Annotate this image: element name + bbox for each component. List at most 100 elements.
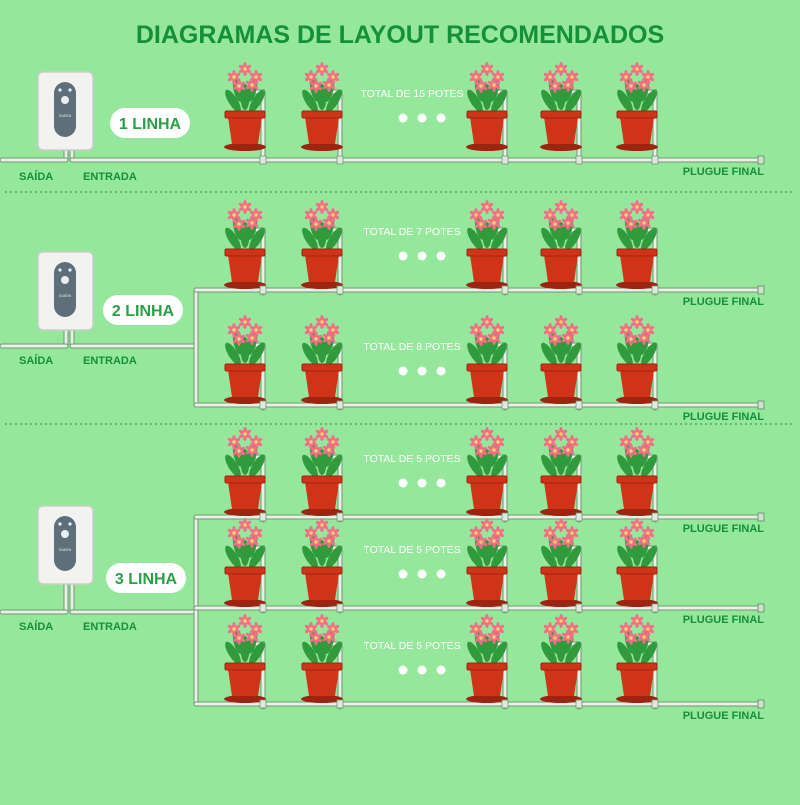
leaf bbox=[482, 222, 492, 248]
pot-body bbox=[228, 117, 262, 144]
flower bbox=[315, 62, 329, 76]
flower-pot bbox=[224, 62, 266, 158]
tee-connector bbox=[651, 603, 659, 613]
leaf bbox=[565, 342, 581, 366]
flower-center bbox=[496, 328, 500, 332]
flower-center bbox=[566, 221, 570, 225]
tee-connector bbox=[336, 603, 344, 613]
leaf bbox=[225, 227, 241, 251]
flower bbox=[480, 315, 494, 329]
flower-center bbox=[646, 627, 650, 631]
flower bbox=[245, 534, 259, 548]
flower-center bbox=[559, 67, 563, 71]
leaf bbox=[641, 89, 657, 113]
flower-center bbox=[314, 337, 318, 341]
flower bbox=[480, 518, 494, 532]
pot-body bbox=[228, 669, 262, 696]
pot-body bbox=[470, 573, 504, 600]
pot-rim bbox=[616, 110, 658, 119]
flower bbox=[245, 443, 259, 457]
indicator-light bbox=[58, 268, 62, 272]
flower-center bbox=[570, 328, 574, 332]
leaf bbox=[556, 636, 566, 662]
flower bbox=[474, 332, 488, 346]
flower bbox=[469, 622, 483, 636]
leaf bbox=[617, 342, 633, 366]
plant bbox=[467, 427, 507, 478]
flower-pot bbox=[540, 315, 582, 411]
leaf bbox=[467, 641, 483, 665]
leaf bbox=[326, 342, 342, 366]
flower bbox=[245, 216, 259, 230]
leaf bbox=[565, 89, 581, 113]
plant bbox=[541, 614, 581, 665]
pump-device: OUEEN bbox=[37, 251, 94, 331]
outlet-label: SAÍDA bbox=[19, 170, 53, 183]
badge-text: 3 LINHA bbox=[115, 571, 178, 588]
pot-rim bbox=[466, 248, 508, 257]
flower-center bbox=[548, 328, 552, 332]
flower bbox=[624, 217, 638, 231]
leaf bbox=[541, 641, 557, 665]
flower-center bbox=[496, 440, 500, 444]
pot-count-label: TOTAL DE 8 POTES bbox=[363, 341, 460, 353]
flower bbox=[245, 630, 259, 644]
flower-center bbox=[629, 337, 633, 341]
flower bbox=[548, 217, 562, 231]
flower-center bbox=[646, 75, 650, 79]
leaf bbox=[565, 545, 581, 569]
plant bbox=[541, 427, 581, 478]
flower bbox=[480, 427, 494, 441]
flower-center bbox=[243, 320, 247, 324]
flower bbox=[232, 79, 246, 93]
flower bbox=[238, 614, 252, 628]
flower-center bbox=[642, 539, 646, 543]
pot-rim bbox=[301, 475, 343, 484]
tee-connector bbox=[259, 603, 267, 613]
flower bbox=[227, 70, 241, 84]
flower-center bbox=[485, 432, 489, 436]
pot-saucer bbox=[616, 508, 658, 516]
flower bbox=[469, 70, 483, 84]
flower-pot bbox=[466, 315, 508, 411]
pot-body bbox=[228, 255, 262, 282]
ellipsis-dot bbox=[417, 569, 427, 579]
pot-body bbox=[620, 370, 654, 397]
tee-connector bbox=[259, 285, 267, 295]
flower bbox=[561, 443, 575, 457]
flower-pot bbox=[616, 62, 658, 158]
device-panel bbox=[54, 82, 76, 137]
flower-center bbox=[485, 67, 489, 71]
indicator-light bbox=[58, 88, 62, 92]
pot-rim bbox=[540, 566, 582, 575]
flower bbox=[245, 78, 259, 92]
flower bbox=[554, 62, 568, 76]
flower bbox=[309, 444, 323, 458]
flower-center bbox=[250, 221, 254, 225]
flower-center bbox=[331, 531, 335, 535]
flower-center bbox=[254, 328, 258, 332]
flower-center bbox=[474, 531, 478, 535]
leaf bbox=[326, 641, 342, 665]
flower-center bbox=[320, 67, 324, 71]
flower-center bbox=[492, 539, 496, 543]
tee-connector bbox=[651, 400, 659, 410]
flower bbox=[548, 631, 562, 645]
flower bbox=[565, 622, 579, 636]
flower-center bbox=[496, 531, 500, 535]
flower-center bbox=[254, 627, 258, 631]
leaf bbox=[632, 540, 642, 566]
flower bbox=[227, 435, 241, 449]
pot-saucer bbox=[616, 396, 658, 404]
plant bbox=[467, 518, 507, 569]
pot-saucer bbox=[466, 695, 508, 703]
plant bbox=[302, 200, 342, 251]
flower-center bbox=[642, 221, 646, 225]
tee-connector bbox=[575, 603, 583, 613]
flower bbox=[487, 534, 501, 548]
flower bbox=[309, 79, 323, 93]
flower-center bbox=[635, 67, 639, 71]
flower bbox=[491, 323, 505, 337]
